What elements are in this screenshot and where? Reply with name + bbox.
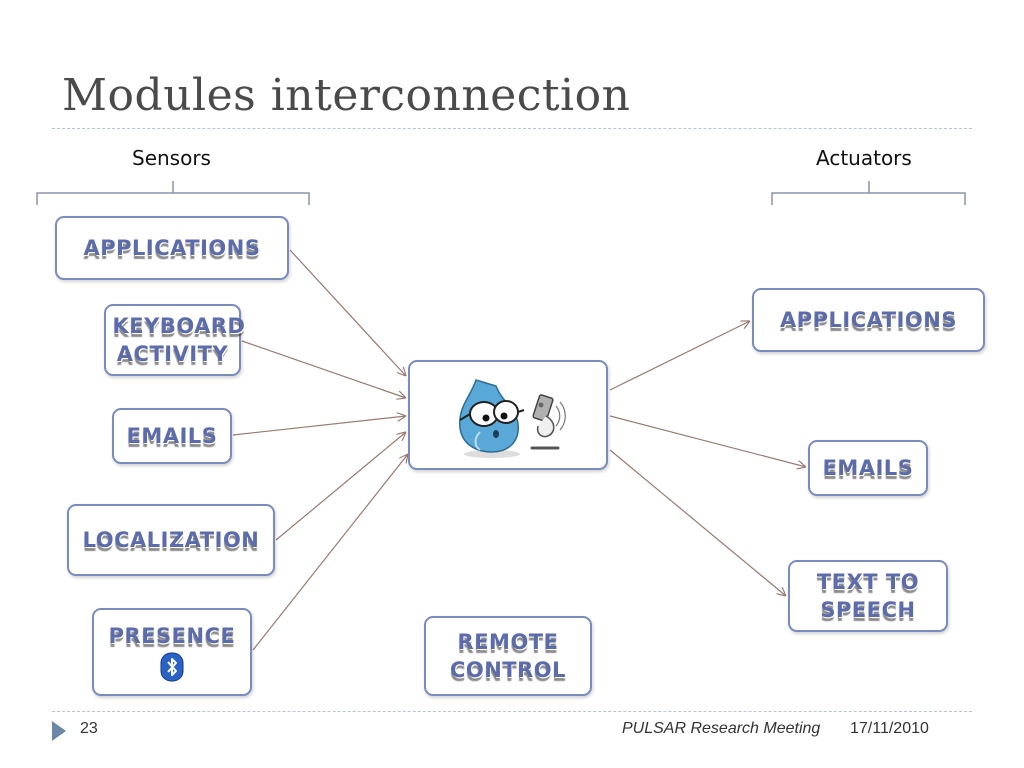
bluetooth-icon xyxy=(160,652,184,682)
footer-marker-icon xyxy=(52,721,66,741)
sensor-keyboard-activity-box: KEYBOARD ACTIVITY xyxy=(104,304,246,376)
arrow-center-to-text-to-speech xyxy=(609,449,786,596)
page-number: 23 xyxy=(80,720,98,737)
arrow-presence-to-center xyxy=(252,454,408,651)
sensor-localization-label: LOCALIZATION xyxy=(82,528,260,552)
actuator-applications-box: APPLICATIONS xyxy=(752,288,985,352)
footer-date: 17/11/2010 xyxy=(850,720,929,737)
arrow-localization-to-center xyxy=(275,432,406,541)
sensor-localization-box: LOCALIZATION xyxy=(67,504,275,576)
actuator-emails-box: EMAILS xyxy=(808,440,928,496)
sensor-presence-box: PRESENCE xyxy=(92,608,252,696)
mascot-robot-icon xyxy=(459,379,566,458)
arrow-applications-to-center xyxy=(289,249,406,376)
sensor-emails-box: EMAILS xyxy=(112,408,232,464)
arrow-center-to-applications xyxy=(609,321,750,391)
footer-divider xyxy=(52,711,972,712)
actuators-bracket xyxy=(771,181,966,205)
arrow-keyboard-to-center xyxy=(241,340,406,398)
sensors-bracket xyxy=(36,181,310,205)
slide-title: Modules interconnection xyxy=(62,70,631,121)
sensors-header: Sensors xyxy=(132,146,211,170)
arrow-emails-to-center xyxy=(232,416,406,436)
actuators-header: Actuators xyxy=(816,146,912,170)
remote-control-label: REMOTE CONTROL xyxy=(449,630,567,682)
sensor-applications-label: APPLICATIONS xyxy=(83,236,261,260)
title-divider xyxy=(52,128,972,129)
arrow-center-to-emails xyxy=(609,415,806,467)
sensor-emails-label: EMAILS xyxy=(126,424,218,448)
sensor-presence-label: PRESENCE xyxy=(108,624,236,648)
sensor-keyboard-activity-label: KEYBOARD ACTIVITY xyxy=(112,314,246,366)
actuator-text-to-speech-box: TEXT TO SPEECH xyxy=(788,560,948,632)
remote-control-box: REMOTE CONTROL xyxy=(424,616,592,696)
central-module-box xyxy=(408,360,608,470)
footer-meeting-name: PULSAR Research Meeting xyxy=(622,720,821,737)
actuator-text-to-speech-label: TEXT TO SPEECH xyxy=(816,570,920,622)
actuator-applications-label: APPLICATIONS xyxy=(780,308,957,332)
sensor-applications-box: APPLICATIONS xyxy=(55,216,289,280)
actuator-emails-label: EMAILS xyxy=(822,456,914,480)
